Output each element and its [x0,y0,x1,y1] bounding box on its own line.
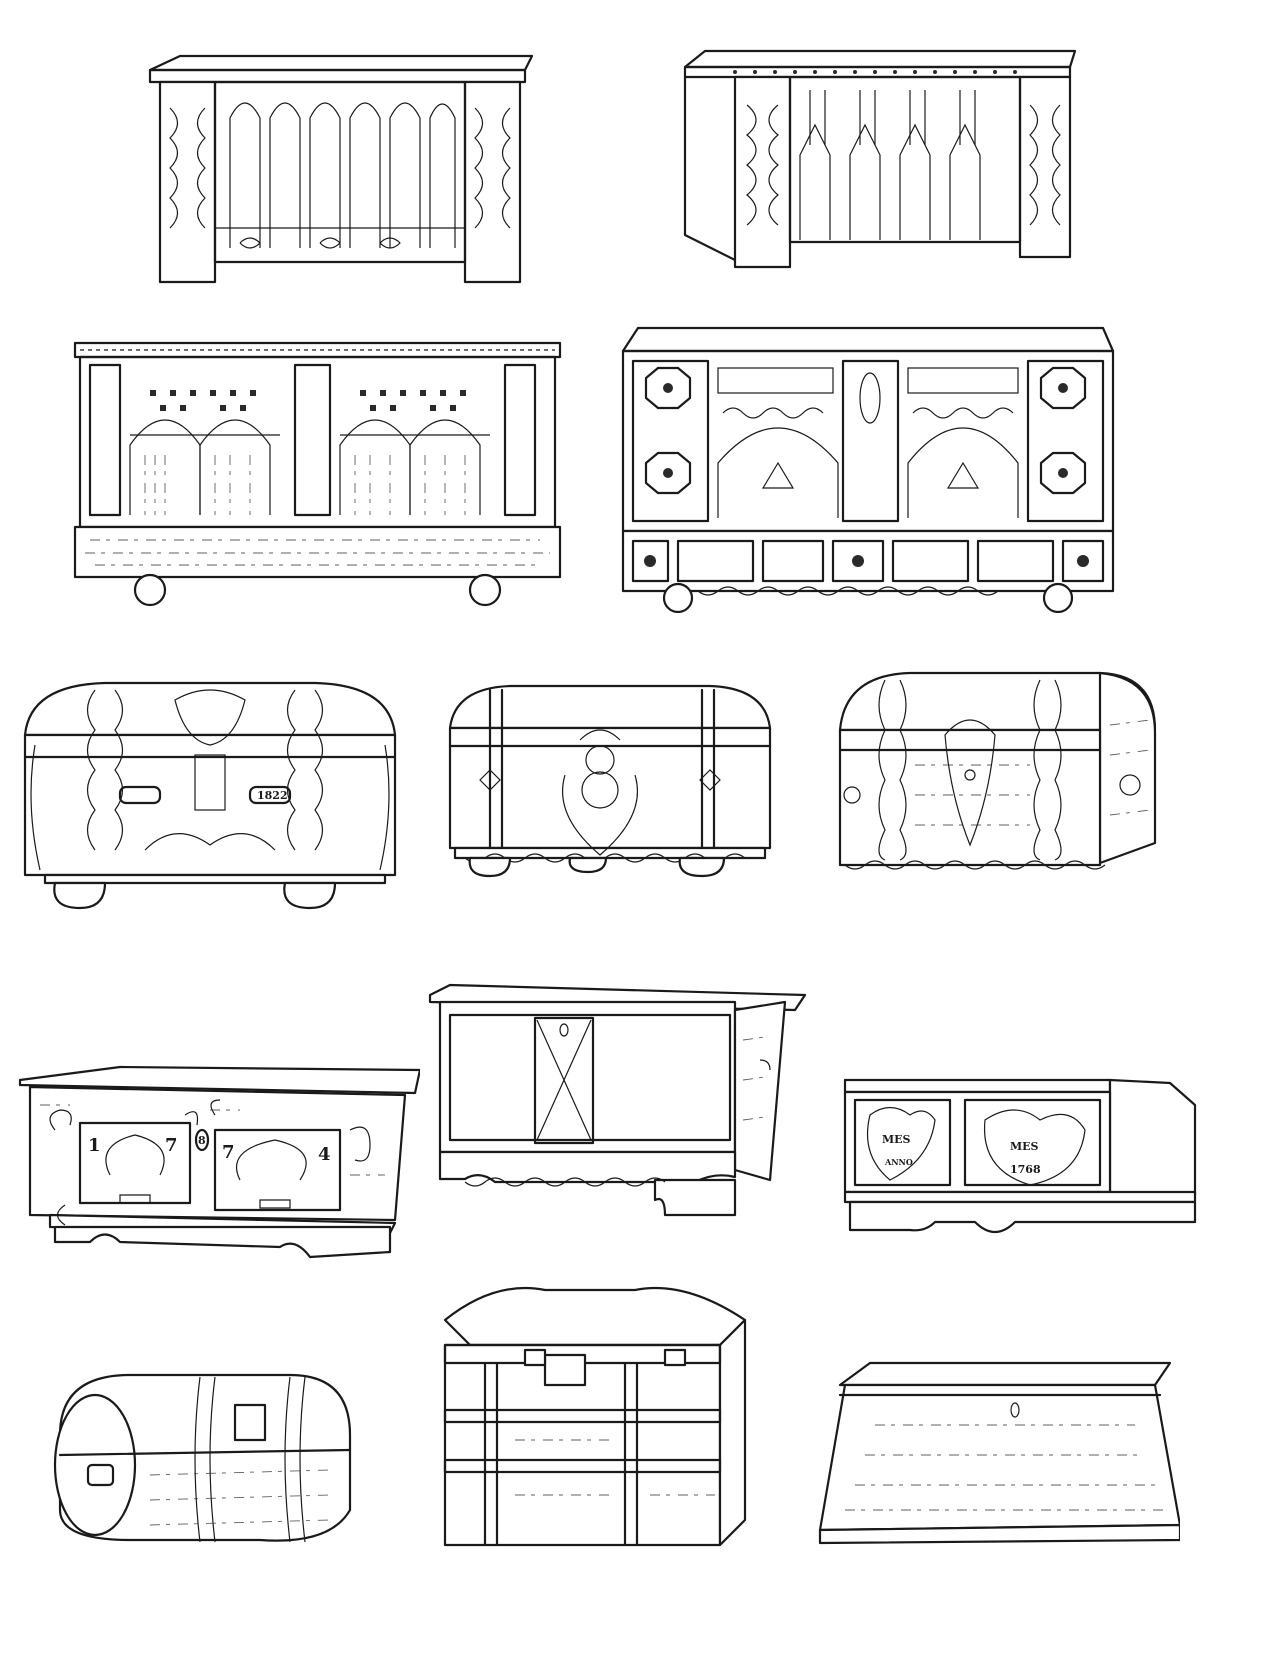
plaque-left [118,785,162,805]
chest-tapered-plain [815,1355,1180,1545]
date-digit-4: 4 [318,1144,331,1165]
trunk-barrel-top-studded-drawing [53,1373,352,1543]
inscription-right-sub: 1768 [1010,1163,1041,1176]
chest-gothic-rosettes [140,48,540,288]
trunk-camelback-travel-drawing [443,1286,747,1547]
inscription-left: MES [882,1133,911,1146]
trunk-barrel-top-studded [50,1365,360,1545]
plaque-text: 1822 [257,789,288,802]
chest-arcaded-on-wheels [70,335,565,610]
chest-gothic-arches-drawing [683,49,1077,269]
chest-tapered-plain-drawing [818,1361,1180,1545]
chest-domed-floral-lock [440,680,775,885]
inscription-left-sub: ANNO [884,1157,913,1167]
inscription-right: MES [1010,1140,1039,1153]
date-digit-3: 7 [222,1142,235,1163]
chest-gothic-arches [675,45,1080,275]
chest-painted-dated: 8 1 7 7 4 [10,1055,420,1275]
keyhole-mark: 8 [198,1134,206,1147]
rococo-panel-left [853,1098,952,1187]
chest-gothic-rosettes-drawing [148,54,534,284]
chest-domed-floral-lock-drawing [448,684,772,878]
chest-domed-ornate-ironwork-drawing: 1822 [23,681,397,910]
keyhole-escutcheon [194,1128,210,1152]
panel-right [213,1128,342,1212]
chest-ornate-paneled-on-wheels [618,323,1118,613]
plaque-right [248,785,292,805]
chest-arcaded-on-wheels-drawing [73,341,562,607]
trunk-camelback-travel [435,1280,765,1550]
chest-paneled-x-center [425,980,810,1225]
date-digit-2: 7 [165,1135,178,1156]
chest-domed-ornate-ironwork: 1822 [15,675,405,915]
date-digit-1: 1 [88,1135,101,1156]
chest-carved-rococo-drawing: MES ANNO MES 1768 [843,1078,1197,1234]
chest-domed-iron-straps [830,665,1165,900]
chest-painted-dated-drawing: 8 1 7 7 4 [18,1065,420,1259]
chest-paneled-x-center-drawing [428,983,807,1217]
chest-ornate-paneled-on-wheels-drawing [621,326,1115,613]
chest-carved-rococo: MES ANNO MES 1768 [840,1075,1205,1285]
keyhole [1010,1402,1020,1418]
chest-domed-iron-straps-drawing [838,671,1157,870]
